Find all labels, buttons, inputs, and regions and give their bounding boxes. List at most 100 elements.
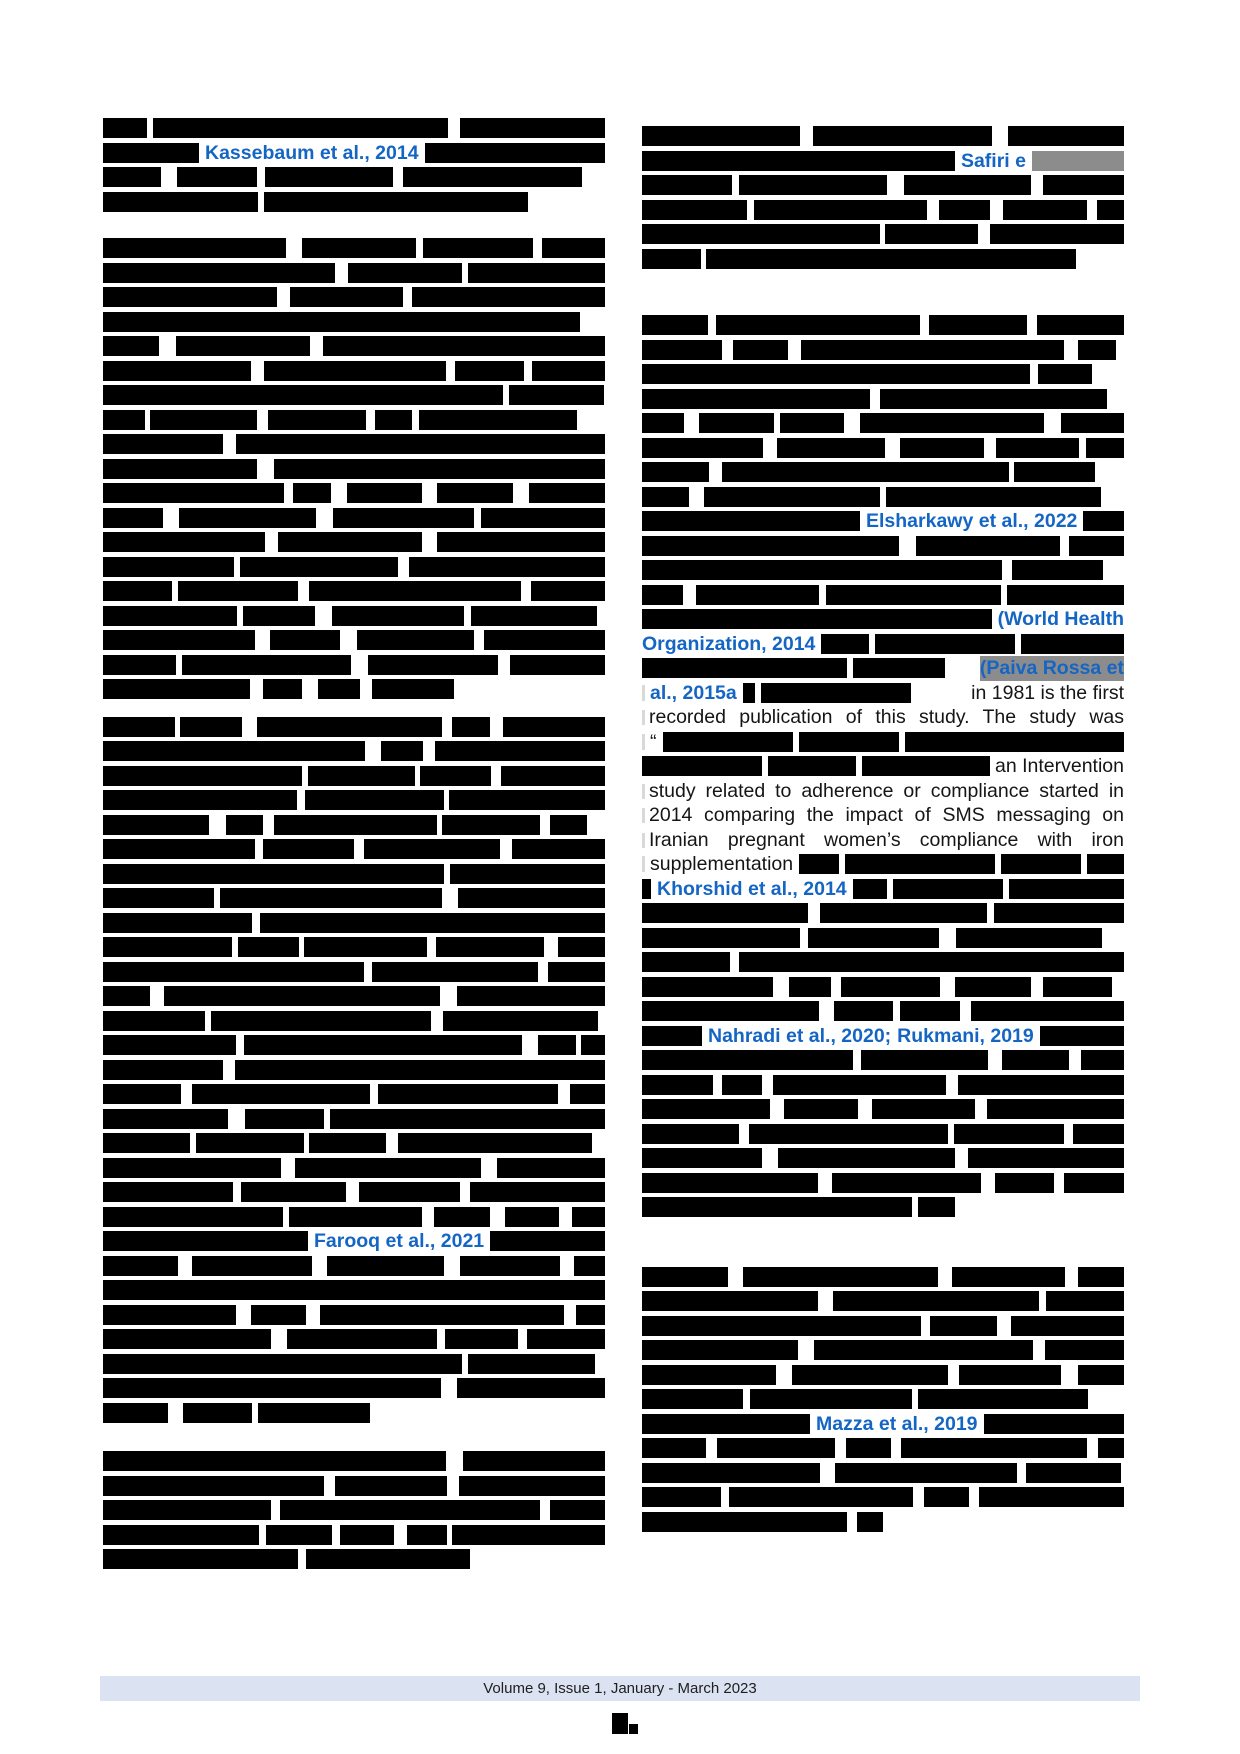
redaction-bar — [454, 1280, 494, 1301]
redaction-bar — [1059, 584, 1124, 605]
redaction-bar — [407, 1524, 447, 1545]
redaction-bar — [300, 1378, 401, 1399]
redaction-bar — [317, 1059, 485, 1080]
redaction-bar — [181, 654, 248, 675]
redacted-line — [103, 1107, 605, 1132]
redaction-bar — [828, 248, 908, 269]
redaction-bar — [400, 1378, 441, 1399]
redaction-bar — [317, 679, 360, 700]
redacted-line — [642, 313, 1124, 338]
body-text-line: recorded publication of this study. The … — [642, 705, 1124, 730]
redaction-bar — [103, 336, 159, 357]
redaction-bar — [1002, 199, 1088, 220]
redaction-bar — [103, 1353, 278, 1374]
redaction-bar — [542, 238, 605, 259]
redaction-bar — [1080, 1099, 1124, 1120]
redaction-bar — [779, 413, 844, 434]
left-column: Kassebaum et al., 2014 Farooq et al., 20… — [103, 116, 605, 1572]
redaction-bar — [833, 1001, 894, 1022]
redaction-bar — [1036, 315, 1124, 336]
redaction-bar — [504, 1206, 559, 1227]
redacted-line — [103, 579, 605, 604]
redacted-line — [642, 950, 1124, 975]
citation-line-world-health: (World Health — [642, 607, 1124, 632]
redacted-line — [103, 1303, 605, 1328]
redaction-bar — [642, 1074, 714, 1095]
redaction-bar — [372, 385, 503, 406]
redaction-bar — [730, 1197, 913, 1218]
redaction-bar — [954, 976, 1032, 997]
citation-world-health-link[interactable]: (World Health — [997, 608, 1124, 630]
redaction-bar — [1094, 126, 1124, 147]
redacted-line — [642, 173, 1124, 198]
citation-paiva-year-link[interactable]: al., 2015a — [650, 681, 737, 704]
citation-rukmani-link[interactable]: Rukmani, 2019 — [897, 1024, 1034, 1047]
redaction-bar — [722, 927, 800, 948]
redaction-bar — [339, 1524, 395, 1545]
redacted-line — [103, 285, 605, 310]
citation-mazza-link[interactable]: Mazza et al., 2019 — [816, 1412, 978, 1435]
redaction-bar — [569, 1084, 605, 1105]
text-line-quote: “ — [642, 730, 1124, 755]
redaction-bar — [183, 1402, 253, 1423]
body-text-fragment: supplementation — [650, 853, 794, 875]
redaction-bar — [103, 937, 232, 958]
redaction-bar — [384, 1035, 522, 1056]
redaction-bar — [196, 1133, 304, 1154]
redaction-bar — [139, 912, 252, 933]
citation-organization-link[interactable]: Organization, 2014 — [642, 632, 816, 655]
redaction-bar — [264, 191, 409, 212]
citation-safiri-link[interactable]: Safiri e — [960, 149, 1026, 172]
redaction-bar — [364, 839, 501, 860]
redacted-paragraph — [642, 1265, 1124, 1412]
redacted-line — [103, 1058, 605, 1083]
redaction-bar — [642, 1389, 743, 1410]
redaction-bar — [103, 1157, 282, 1178]
redaction-bar — [372, 679, 423, 700]
citation-paiva-link[interactable]: (Paiva Rossa et — [979, 656, 1124, 681]
redaction-bar — [749, 1123, 814, 1144]
redaction-bar — [715, 315, 818, 336]
redaction-bar — [156, 262, 336, 283]
text-line-intervention: an Intervention — [642, 754, 1124, 779]
redaction-bar — [1077, 1266, 1124, 1287]
redacted-line — [103, 1254, 605, 1279]
redaction-bar — [256, 716, 443, 737]
redaction-bar — [180, 716, 243, 737]
citation-line-elsharkawy: Elsharkawy et al., 2022 — [642, 509, 1124, 534]
redacted-line — [103, 408, 605, 433]
redacted-line — [103, 862, 605, 887]
redaction-bar — [580, 532, 605, 553]
redaction-bar — [222, 1549, 299, 1570]
redaction-bar — [526, 1329, 579, 1350]
redaction-bar — [788, 976, 831, 997]
redaction-bar — [1049, 1148, 1124, 1169]
redaction-bar — [642, 1364, 777, 1385]
redaction-bar — [320, 1304, 384, 1325]
redaction-bar — [813, 1123, 949, 1144]
redaction-bar — [493, 1280, 581, 1301]
redaction-bar — [729, 1487, 913, 1508]
redacted-line — [103, 236, 605, 261]
redaction-bar — [642, 511, 860, 532]
redaction-bar — [278, 385, 373, 406]
redaction-bar — [450, 863, 605, 884]
redaction-bar — [1039, 952, 1124, 973]
citation-kassebaum-link[interactable]: Kassebaum et al., 2014 — [205, 141, 419, 164]
redaction-bar — [334, 1475, 447, 1496]
redaction-bar — [642, 1462, 742, 1483]
redaction-bar — [812, 1266, 938, 1287]
redacted-line — [103, 334, 605, 359]
body-text-line: 2014 comparing the impact of SMS messagi… — [642, 803, 1124, 828]
redaction-bar — [480, 507, 605, 528]
redaction-bar — [196, 863, 269, 884]
redaction-bar — [959, 1364, 1062, 1385]
citation-farooq-link[interactable]: Farooq et al., 2021 — [314, 1230, 485, 1252]
redaction-bar — [642, 364, 695, 385]
citation-nahradi-link[interactable]: Nahradi et al., 2020; — [708, 1024, 892, 1047]
redaction-bar — [433, 1206, 490, 1227]
citation-elsharkawy-link[interactable]: Elsharkawy et al., 2022 — [866, 510, 1078, 532]
redaction-bar — [103, 1451, 230, 1472]
citation-khorshid-link[interactable]: Khorshid et al., 2014 — [657, 877, 847, 900]
redaction-bar — [1037, 364, 1092, 385]
